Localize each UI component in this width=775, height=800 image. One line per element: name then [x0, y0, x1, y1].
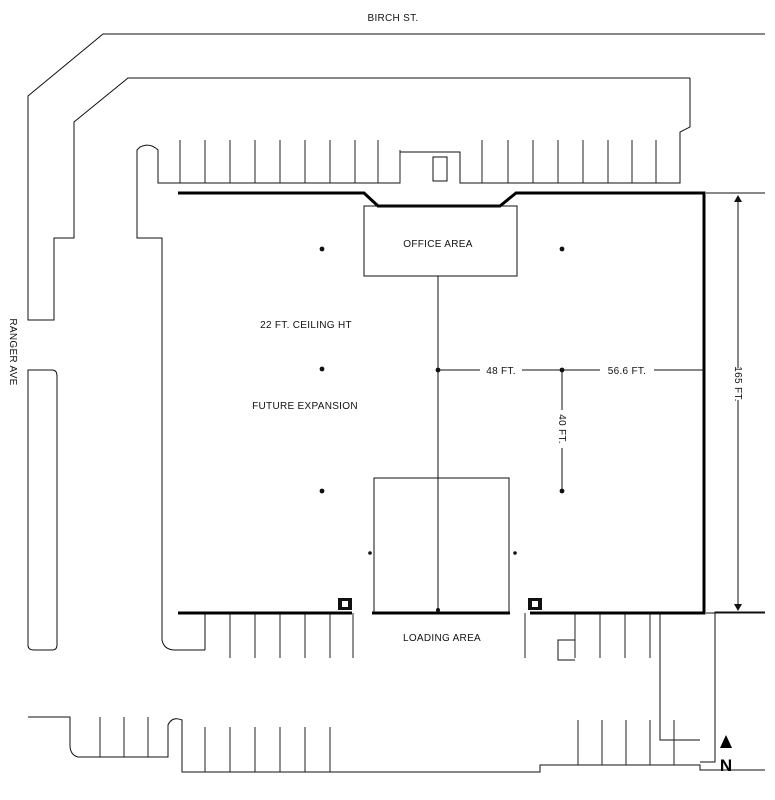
loading-area-label: LOADING AREA: [403, 633, 481, 644]
north-label: N: [720, 756, 732, 775]
loading-dock: [373, 477, 510, 613]
office-area-label: OFFICE AREA: [403, 239, 472, 250]
ranger-ave-median: [27, 369, 58, 651]
parking-stalls-north: [179, 140, 657, 183]
south-drive-curb: [557, 639, 575, 661]
dim-165ft-label: 165 FT.: [732, 366, 743, 401]
dim-48ft-label: 48 FT.: [486, 366, 516, 377]
curb-lines: [27, 33, 765, 773]
south-lot-curb: [28, 716, 765, 773]
dim-40ft-label: 40 FT.: [556, 414, 567, 444]
office-area: [363, 205, 518, 277]
sign-pylon: [432, 156, 448, 182]
east-lot-curb: [700, 611, 765, 763]
north-arrow-icon: [720, 735, 732, 748]
future-expansion-label: FUTURE EXPANSION: [252, 401, 358, 412]
dim-56-6ft-label: 56.6 FT.: [608, 366, 647, 377]
columns: [319, 246, 565, 612]
dimension-lines: [438, 192, 765, 614]
building-outline: [178, 191, 706, 615]
parking-stalls-south: [99, 613, 675, 772]
north-lot-curb: [136, 78, 691, 651]
ceiling-height-label: 22 FT. CEILING HT: [260, 320, 352, 331]
ranger-ave-label: RANGER AVE: [7, 318, 18, 385]
north-drive-curb: [53, 77, 690, 320]
birch-st-curb: [27, 33, 765, 321]
loading-curb: [204, 613, 700, 741]
birch-st-label: BIRCH ST.: [367, 13, 418, 24]
